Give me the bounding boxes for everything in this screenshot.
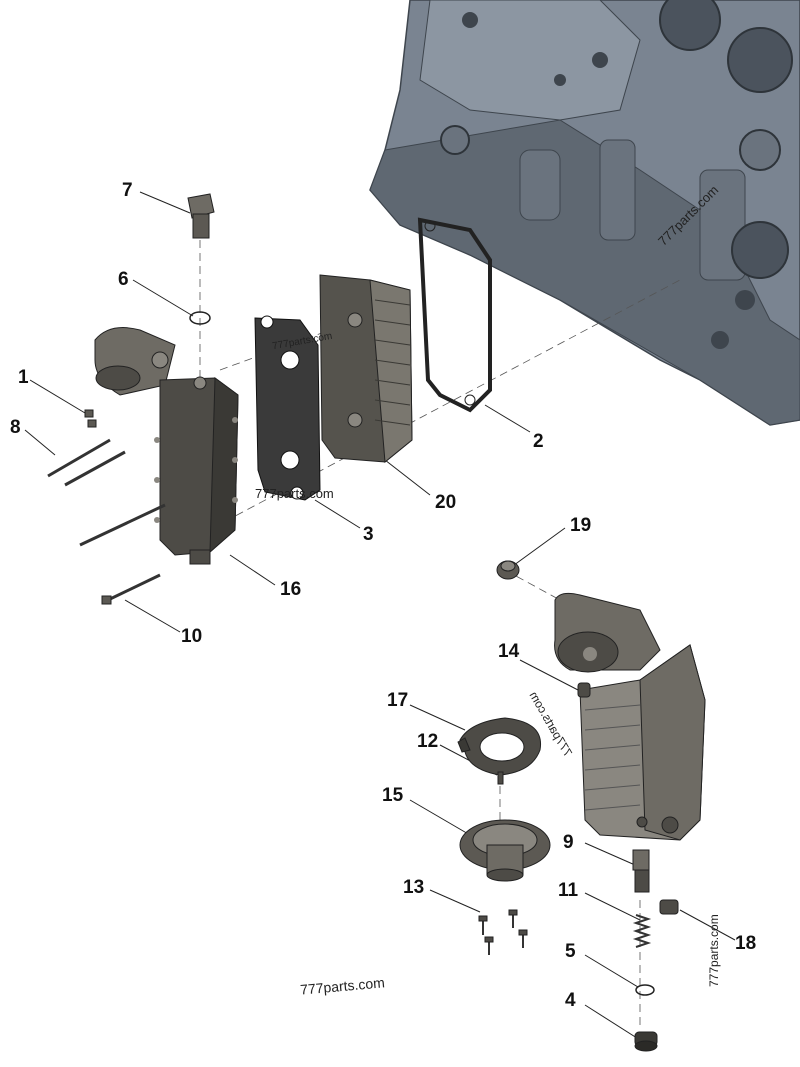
part-18-plug: [659, 899, 679, 915]
part-11-spring: [632, 914, 652, 948]
part-12-pin: [497, 771, 504, 785]
callout-2: 2: [533, 431, 544, 452]
callout-16: 16: [280, 579, 302, 600]
part-7-plug-bolt: [187, 193, 215, 239]
part-15-filter-head: [459, 819, 551, 882]
callout-15: 15: [382, 785, 404, 806]
callout-10: 10: [181, 626, 203, 647]
callout-8: 8: [10, 417, 21, 438]
callout-9: 9: [563, 832, 574, 853]
callout-13: 13: [403, 877, 425, 898]
cooler-assembly-lower: [554, 592, 706, 841]
callout-18: 18: [735, 933, 757, 954]
part-8-studs: [47, 438, 166, 547]
part-6-o-ring: [189, 311, 211, 325]
part-16-cooler-housing: [94, 327, 239, 565]
part-9-valve: [632, 849, 650, 893]
part-19-plug: [496, 560, 520, 580]
callout-3: 3: [363, 524, 374, 545]
callout-17: 17: [387, 690, 409, 711]
callout-6: 6: [118, 269, 129, 290]
part-1-screws: [84, 409, 97, 428]
engine-block: [369, 0, 800, 426]
callout-1: 1: [18, 367, 29, 388]
part-2-gasket: [417, 217, 492, 413]
part-5-o-ring: [635, 984, 655, 996]
callout-5: 5: [565, 941, 576, 962]
part-13-screws: [478, 909, 528, 955]
part-14-plug: [577, 682, 591, 698]
callout-4: 4: [565, 990, 576, 1011]
callout-20: 20: [435, 492, 457, 513]
part-10-bolt: [101, 573, 161, 605]
watermark-right: 777parts.com: [707, 914, 721, 987]
watermark-mid: 777parts.com: [255, 486, 334, 501]
callout-14: 14: [498, 641, 520, 662]
part-17-gasket: [457, 717, 542, 776]
callout-19: 19: [570, 515, 592, 536]
part-20-cooler-core: [319, 274, 413, 463]
part-4-plug: [634, 1031, 658, 1052]
part-3-gasket: [254, 315, 321, 501]
callout-11: 11: [558, 880, 579, 901]
callout-7: 7: [122, 180, 133, 201]
callout-12: 12: [417, 731, 439, 752]
